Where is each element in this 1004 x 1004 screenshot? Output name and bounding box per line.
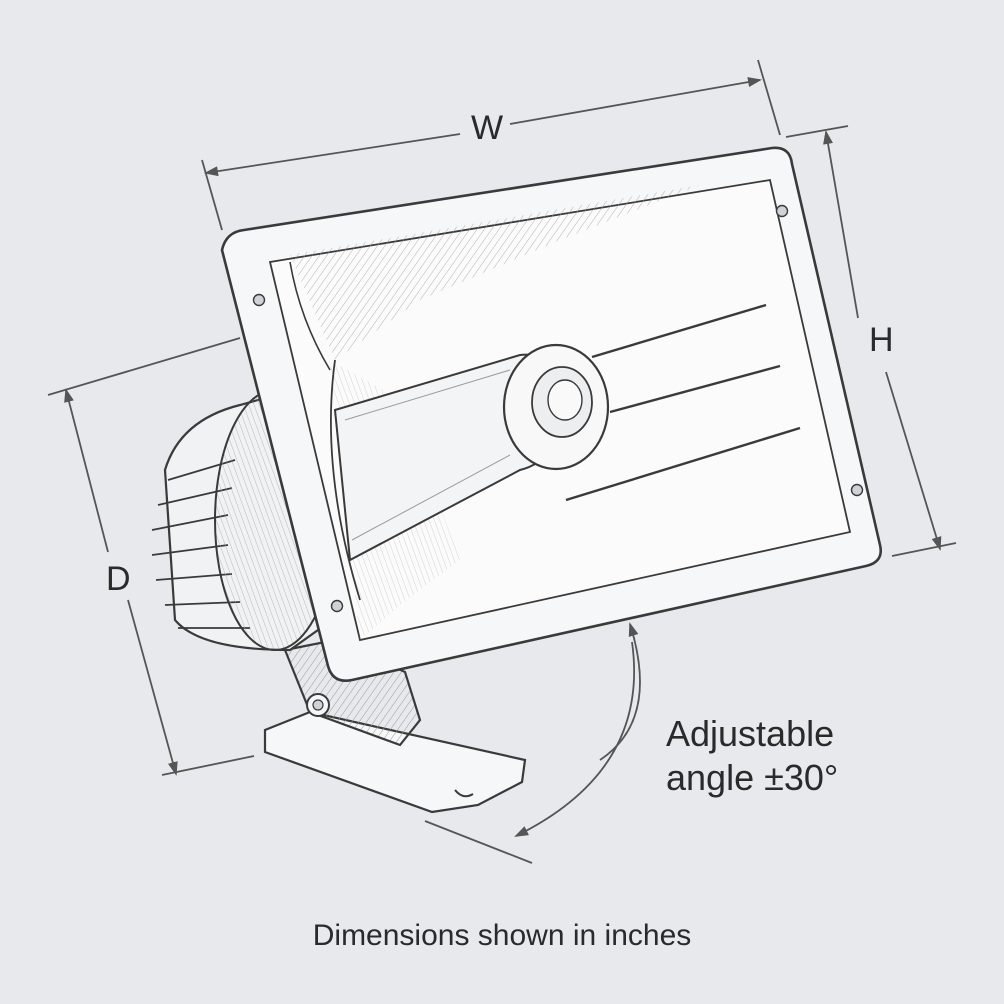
horn-body xyxy=(220,146,882,682)
angle-annotation-line2: angle ±30° xyxy=(666,757,839,798)
height-label: H xyxy=(869,321,894,359)
cooling-fins xyxy=(151,459,250,629)
depth-label: D xyxy=(106,560,131,598)
width-label: W xyxy=(471,109,504,147)
horn-diffuser-vanes xyxy=(565,303,801,502)
angle-arc xyxy=(424,622,641,864)
dimension-d xyxy=(47,337,255,776)
dimension-w xyxy=(201,59,781,231)
flange-screws xyxy=(252,204,864,613)
angle-annotation-line1: Adjustable xyxy=(666,713,835,754)
dimension-h xyxy=(785,125,957,557)
dimensions-caption: Dimensions shown in inches xyxy=(312,919,692,952)
angle-annotation: Adjustable angle ±30° xyxy=(666,712,838,800)
